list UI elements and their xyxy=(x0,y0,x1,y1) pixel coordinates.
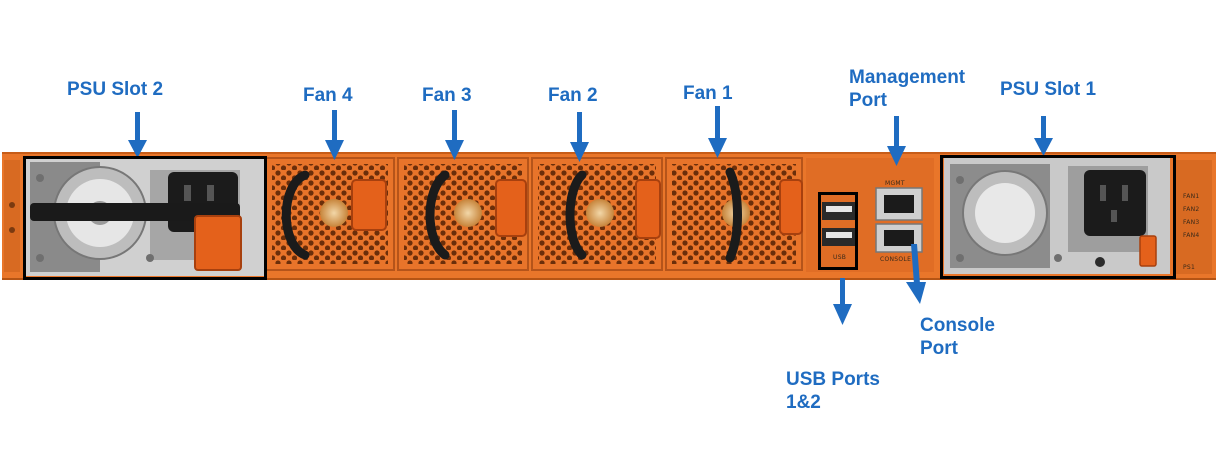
psu-slot-2-label: PSU Slot 2 xyxy=(67,79,164,100)
usb-ports-label: USB Ports 1&2 xyxy=(786,368,880,414)
fan-led-label-3: FAN3 xyxy=(1183,219,1200,226)
arrow-fan-2 xyxy=(570,112,589,162)
arrow-fan-3 xyxy=(445,110,464,160)
left-rack-ear xyxy=(4,160,20,272)
psu-slot-1-highlight xyxy=(940,155,1176,279)
management-port-label-line1: Management xyxy=(849,67,966,88)
usb-silkscreen: USB xyxy=(833,254,847,261)
fan-led-label-1: FAN1 xyxy=(1183,193,1200,200)
fan-3-module xyxy=(397,157,529,271)
usb-ports-label-line2: 1&2 xyxy=(786,392,821,413)
arrow-console-port xyxy=(906,244,926,304)
psu-slot-2-highlight xyxy=(23,156,267,280)
fan-2-module xyxy=(531,157,663,271)
usb-ports-highlight xyxy=(818,192,858,270)
mgmt-port-silkscreen: MGMT xyxy=(885,180,905,187)
arrow-psu-slot-2 xyxy=(128,112,147,158)
arrow-fan-4 xyxy=(325,110,344,160)
fan-2-label: Fan 2 xyxy=(548,85,598,106)
fan-1-label: Fan 1 xyxy=(683,83,733,104)
arrow-psu-slot-1 xyxy=(1034,116,1053,156)
psu-slot-1 xyxy=(944,158,1170,274)
arrow-fan-1 xyxy=(708,106,727,158)
fan-led-label-4: FAN4 xyxy=(1183,232,1200,239)
right-rack-ear xyxy=(1176,160,1212,274)
management-port-label: Management Port xyxy=(849,66,965,112)
psu-slot-1-label: PSU Slot 1 xyxy=(1000,79,1097,100)
arrow-usb-ports xyxy=(833,278,852,325)
console-port-label-line2: Port xyxy=(920,338,958,359)
management-port-label-line2: Port xyxy=(849,90,887,111)
arrow-management-port xyxy=(887,116,906,166)
fan-3-label: Fan 3 xyxy=(422,85,472,106)
psu-slot-2 xyxy=(26,158,264,276)
console-silkscreen: CONSOLE xyxy=(880,256,912,263)
fan-led-label-2: FAN2 xyxy=(1183,206,1200,213)
console-port-label-line1: Console xyxy=(920,315,995,336)
callout-arrows xyxy=(128,106,1053,325)
psu-silkscreen: PS1 xyxy=(1183,264,1196,271)
io-panel xyxy=(806,158,934,272)
fan-4-label: Fan 4 xyxy=(303,85,353,106)
console-port-label: Console Port xyxy=(920,314,995,360)
fan-4-module xyxy=(265,157,395,271)
usb-ports-label-line1: USB Ports xyxy=(786,369,880,390)
fan-1-module xyxy=(665,157,803,271)
